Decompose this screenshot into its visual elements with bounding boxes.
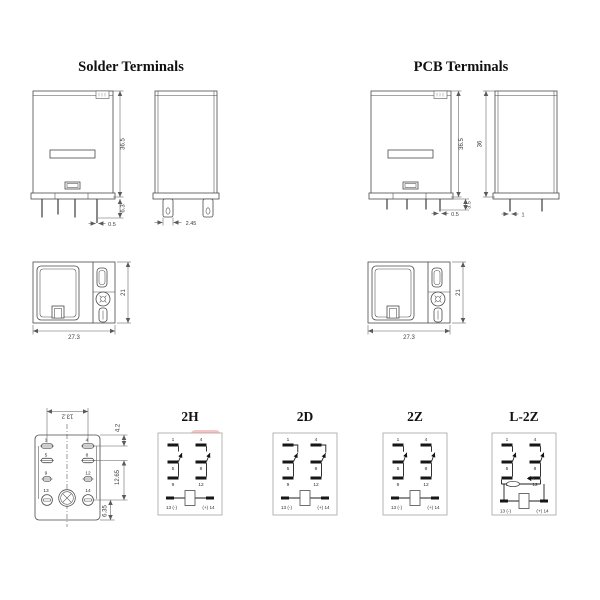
top-tab [433, 90, 448, 99]
terminal-layout-view: 1 4 5 8 9 12 13 14 13.2 4.2 12.65 6.35 [34, 408, 128, 527]
dim-height: 21 [121, 289, 127, 296]
coil-label: (+) 14 [536, 509, 549, 514]
diagram-title-2h: 2H [181, 409, 199, 424]
pin-label: 5 [172, 466, 175, 472]
pin-label: 5 [287, 466, 290, 472]
pin-label: 9 [397, 482, 400, 488]
dim-pin-length: 3.5 [467, 201, 473, 209]
dim-height: 21 [456, 289, 462, 296]
coil-label: 13 (-) [281, 505, 292, 510]
pin-label: 4 [200, 437, 203, 443]
dim-bottom-offset: 6.35 [103, 505, 109, 517]
pin-label: 5 [397, 466, 400, 472]
coil-label: (+) 14 [427, 505, 440, 510]
bottom-view-right: 27.3 21 [368, 262, 466, 341]
dim-height: 36 [478, 140, 484, 147]
diagram-2d: 1 4 5 8 9 12 13 (-) (+) 14 [272, 432, 338, 516]
pin-label: 5 [506, 466, 509, 472]
dim-pin-width: 0.5 [451, 212, 459, 218]
pin-label: 13 [43, 488, 49, 494]
pin-label: 9 [45, 471, 48, 477]
pin-label: 12 [85, 471, 91, 477]
pin-label: 8 [315, 466, 318, 472]
pin-label: 1 [172, 437, 175, 443]
pcb-section-title: PCB Terminals [414, 59, 509, 75]
coil [299, 490, 311, 506]
dim-lug: 2.45 [186, 221, 197, 227]
top-tab [95, 90, 110, 99]
coil-label: 13 (-) [500, 509, 511, 514]
pin-label: 1 [45, 438, 48, 444]
coil [409, 490, 421, 506]
dim-height: 36.5 [121, 138, 127, 150]
diagram-l2z: 1 4 5 8 9 12 13 (-) (+) 14 [491, 432, 557, 516]
diagram-title-2d: 2D [297, 409, 314, 424]
dim-width: 27.3 [68, 335, 80, 341]
coil-label: (+) 14 [202, 505, 215, 510]
relay-base [30, 192, 116, 200]
dim-coil-offset: 12.65 [115, 469, 121, 485]
coil [184, 490, 196, 506]
dim-pin-width: 0.5 [108, 222, 116, 228]
pin-label: 1 [397, 437, 400, 443]
pin-label: 4 [534, 437, 537, 443]
dim-pin-length: 6.3 [121, 204, 127, 213]
relay-base [368, 192, 454, 200]
pin-label: 1 [506, 437, 509, 443]
label-window [49, 149, 96, 159]
led-arrow-icon [526, 475, 532, 482]
pcb-front-view: 36.5 3.5 0.5 [368, 90, 473, 218]
dim-width: 27.3 [403, 335, 415, 341]
label-window [387, 149, 434, 159]
pin-label: 14 [85, 488, 91, 494]
pin-label: 8 [534, 466, 537, 472]
diagram-title-l2z: L-2Z [509, 409, 538, 424]
pin-label: 4 [425, 437, 428, 443]
diagram-2z: 1 4 5 8 9 12 13 (-) (+) 14 [382, 432, 448, 516]
pin-label: 8 [86, 452, 89, 458]
dim-row-offset: 4.2 [116, 423, 122, 432]
pin-label: 12 [532, 482, 538, 488]
pin-label: 12 [198, 482, 204, 488]
pin-label: 1 [287, 437, 290, 443]
solder-front-view: 36.5 6.3 0.5 [30, 90, 127, 228]
pin-label: 8 [200, 466, 203, 472]
diagram-2h: 1 4 5 8 9 12 13 (-) (+) 14 [157, 430, 223, 516]
coil [518, 493, 530, 509]
pin-label: 12 [313, 482, 319, 488]
solder-side-view: 2.45 [152, 90, 220, 227]
indicator-resistor [506, 481, 520, 488]
solder-section-title: Solder Terminals [78, 59, 184, 75]
bottom-view-left: 27.3 21 [33, 262, 131, 341]
pin-label: 9 [172, 482, 175, 488]
pin-label: 8 [425, 466, 428, 472]
coil-label: (+) 14 [317, 505, 330, 510]
dim-pin-width: 1 [521, 212, 524, 218]
pin-label: 4 [315, 437, 318, 443]
pin-label: 4 [86, 438, 89, 444]
dim-width: 13.2 [61, 413, 73, 419]
coil-label: 13 (-) [166, 505, 177, 510]
pin-label: 5 [45, 452, 48, 458]
pin-label: 9 [287, 482, 290, 488]
dim-height: 36.5 [459, 138, 465, 150]
diagram-title-2z: 2Z [407, 409, 423, 424]
coil-label: 13 (-) [391, 505, 402, 510]
pin-label: 12 [423, 482, 429, 488]
pcb-side-view: 36 1 [478, 90, 560, 218]
